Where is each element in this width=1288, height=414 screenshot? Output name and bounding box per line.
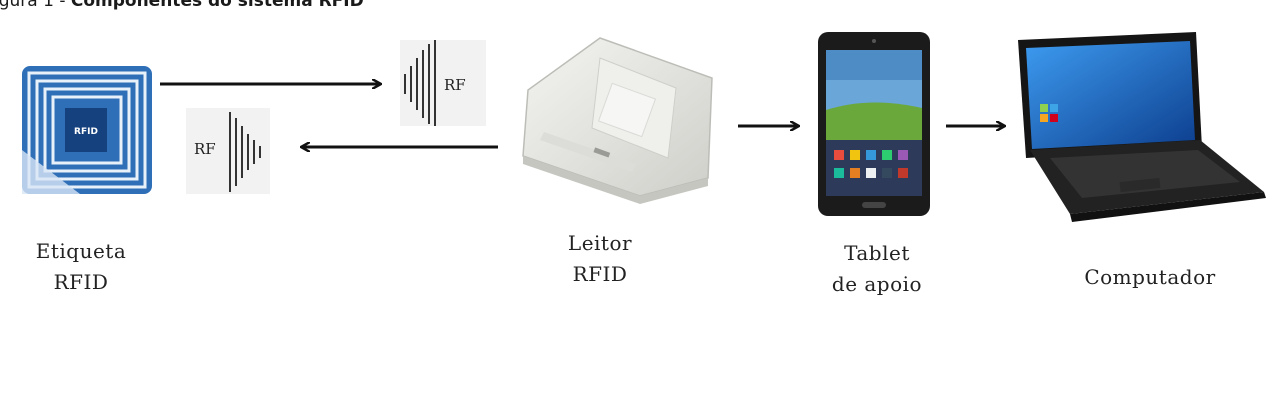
laptop-icon [1018,32,1266,222]
label-tablet-de-apoio: Tablet de apoio [812,238,942,300]
rf-wave-icon-upper: RF [400,40,486,126]
label-line: Etiqueta [16,236,146,267]
tablet-icon [818,32,930,216]
rfid-reader-icon [523,38,712,204]
rf-wave-icon-lower: RF [186,108,270,194]
label-line: RFID [540,259,660,290]
rfid-tag-icon: RFID [22,66,152,194]
rf-label-lower: RF [194,140,216,158]
label-etiqueta-rfid: Etiqueta RFID [16,236,146,298]
rf-label-upper: RF [444,76,466,94]
tag-chip-text: RFID [74,127,98,137]
label-leitor-rfid: Leitor RFID [540,228,660,290]
label-line: Tablet [812,238,942,269]
label-line: RFID [16,267,146,298]
label-computador: Computador [1060,262,1240,293]
label-line: Computador [1060,262,1240,293]
label-line: Leitor [540,228,660,259]
label-line: de apoio [812,269,942,300]
